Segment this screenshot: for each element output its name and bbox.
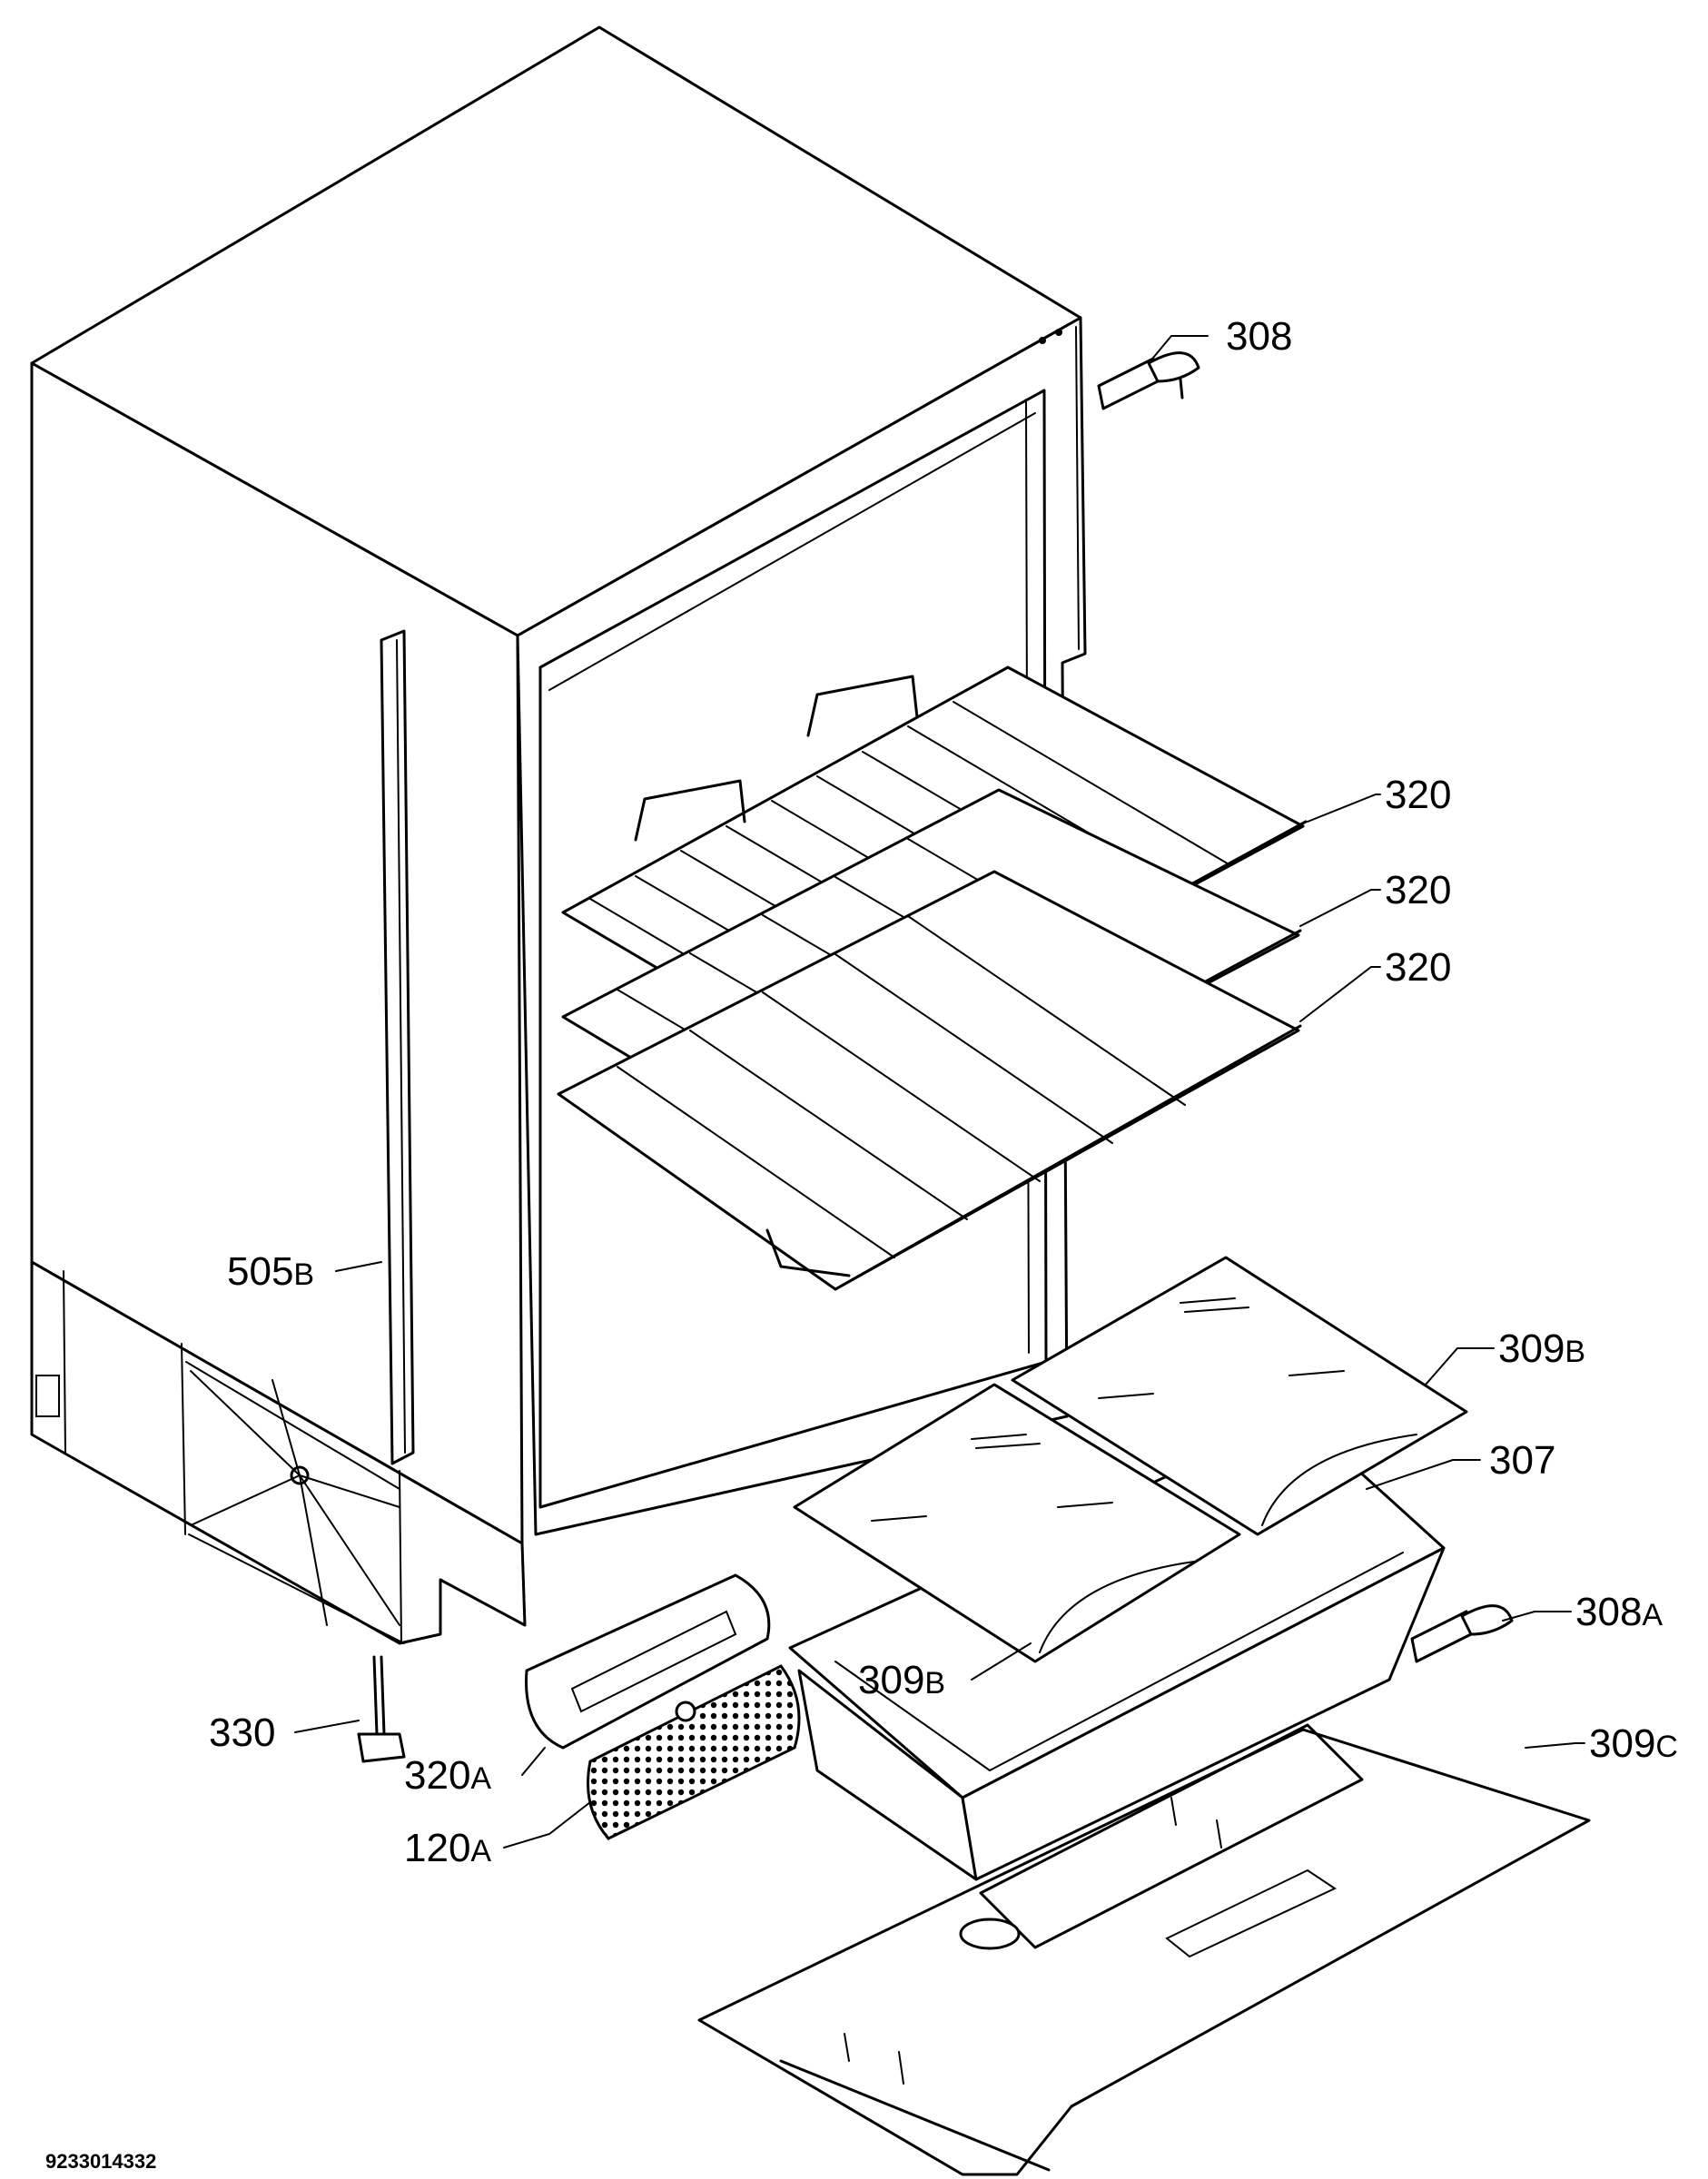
hinge-upper xyxy=(1097,351,1200,410)
label-330: 330 xyxy=(209,1711,275,1755)
wire-shelf-lower xyxy=(557,870,1302,1291)
glass-shelf-cover-left xyxy=(793,1383,1241,1663)
mesh-grille xyxy=(587,1664,801,1840)
part-labels: 308 320 320 320 505B 309B 307 308A 309B … xyxy=(209,314,1678,1870)
label-308a: 308A xyxy=(1575,1590,1663,1634)
label-320-lower: 320 xyxy=(1385,945,1451,990)
base-tray xyxy=(697,1723,1591,2176)
label-320-upper: 320 xyxy=(1385,773,1451,817)
label-309b-upper: 309B xyxy=(1498,1326,1585,1371)
hinge-lower xyxy=(1410,1604,1514,1663)
side-trim-strip xyxy=(380,629,415,1465)
label-308: 308 xyxy=(1226,314,1292,359)
label-120a: 120A xyxy=(404,1826,491,1870)
label-309b-lower: 309B xyxy=(858,1658,945,1702)
label-505b: 505B xyxy=(227,1249,314,1294)
glass-shelf-cover-right xyxy=(1011,1256,1468,1536)
label-309c: 309C xyxy=(1589,1721,1678,1766)
label-320a: 320A xyxy=(404,1753,491,1798)
vent-louvre xyxy=(525,1573,771,1750)
label-307: 307 xyxy=(1489,1438,1555,1483)
label-320-middle: 320 xyxy=(1385,868,1451,912)
leader-lines xyxy=(294,335,1585,1849)
document-number: 9233014332 xyxy=(45,2150,156,2173)
adjustable-foot xyxy=(357,1655,406,1763)
